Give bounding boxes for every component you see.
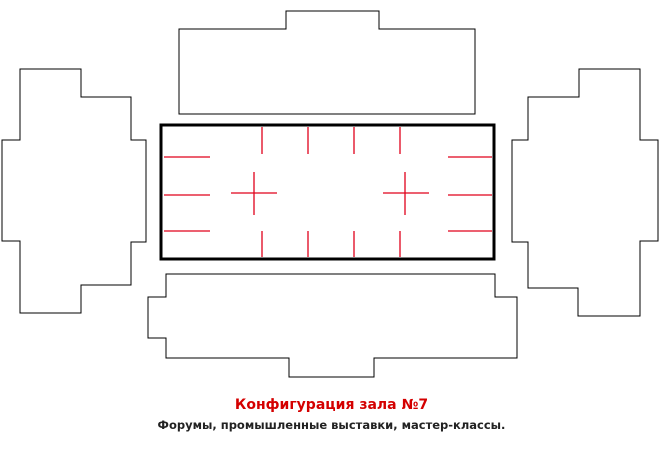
caption-title: Конфигурация зала №7 bbox=[234, 397, 429, 413]
hall-markings bbox=[164, 127, 492, 257]
caption-subtitle: Форумы, промышленные выставки, мастер-кл… bbox=[157, 418, 506, 432]
seating-block-bottom bbox=[147, 273, 518, 378]
main-hall bbox=[159, 123, 496, 261]
seating-block-left bbox=[1, 68, 147, 314]
seating-block-top bbox=[178, 10, 476, 115]
seating-block-right bbox=[511, 68, 659, 317]
